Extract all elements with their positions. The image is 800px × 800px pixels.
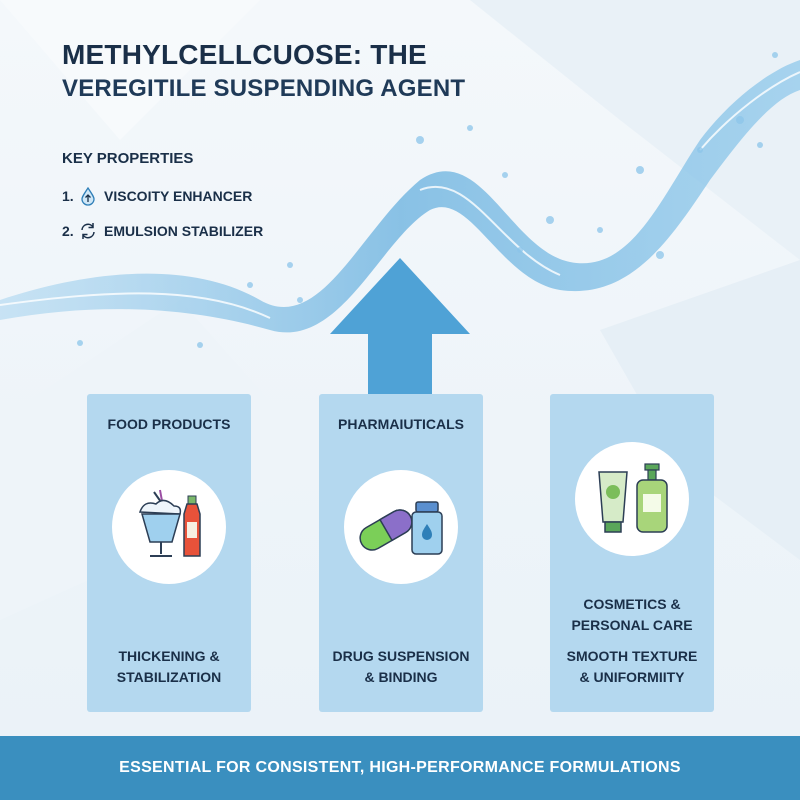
card-title: PHARMAIUTICALS <box>338 416 464 432</box>
up-arrow-icon <box>330 258 470 398</box>
key-property-item: 2. EMULSION STABILIZER <box>62 222 263 240</box>
key-properties-heading: KEY PROPERTIES <box>62 150 194 167</box>
title-line-1: METHYLCELLCUOSE: THE <box>62 39 427 70</box>
card-title-line: COSMETICS & <box>583 596 681 612</box>
card-title-line: PERSONAL CARE <box>571 617 693 633</box>
card-subtitle-line: & BINDING <box>364 669 438 685</box>
card-subtitle: THICKENING & STABILIZATION <box>95 646 243 688</box>
water-drop-arrow-icon <box>78 186 98 206</box>
card-subtitle-line: SMOOTH TEXTURE <box>566 648 698 664</box>
key-property-item: 1. VISCOITY ENHANCER <box>62 186 263 206</box>
page-title: METHYLCELLCUOSE: THE VEREGITILE SUSPENDI… <box>62 38 465 106</box>
card-subtitle: DRUG SUSPENSION & BINDING <box>327 646 475 688</box>
card-subtitle-line: STABILIZATION <box>116 669 222 685</box>
card-subtitle: SMOOTH TEXTURE & UNIFORMIITY <box>558 646 706 688</box>
card-title: COSMETICS & PERSONAL CARE <box>558 594 706 636</box>
title-line-2: VEREGITILE SUSPENDING AGENT <box>62 75 466 102</box>
card-subtitle-line: DRUG SUSPENSION <box>332 648 470 664</box>
milkshake-and-bottle-icon <box>112 470 226 584</box>
capsule-and-medicine-bottle-icon <box>344 470 458 584</box>
card-subtitle-line: & UNIFORMIITY <box>579 669 685 685</box>
card-subtitle-line: THICKENING & <box>118 648 220 664</box>
key-property-label: EMULSION STABILIZER <box>104 223 264 239</box>
pharmaceuticals-card: PHARMAIUTICALS DRUG SUSPENSION & BINDING <box>319 394 483 712</box>
refresh-cycle-icon <box>78 221 98 241</box>
key-property-label: VISCOITY ENHANCER <box>104 188 253 204</box>
food-products-card: FOOD PRODUCTS THICKENING & STABILIZATION <box>87 394 251 712</box>
card-title: FOOD PRODUCTS <box>107 416 231 432</box>
footer-text: ESSENTIAL FOR CONSISTENT, HIGH-PERFORMAN… <box>119 759 681 776</box>
cream-tube-and-pump-bottle-icon <box>575 442 689 556</box>
cosmetics-card: COSMETICS & PERSONAL CARE SMOOTH TEXTURE… <box>550 394 714 712</box>
key-properties-section: KEY PROPERTIES 1. VISCOITY ENHANCER 2. E… <box>62 150 263 257</box>
footer-banner: ESSENTIAL FOR CONSISTENT, HIGH-PERFORMAN… <box>0 736 800 800</box>
key-property-number: 2. <box>62 223 74 239</box>
key-property-number: 1. <box>62 188 74 204</box>
